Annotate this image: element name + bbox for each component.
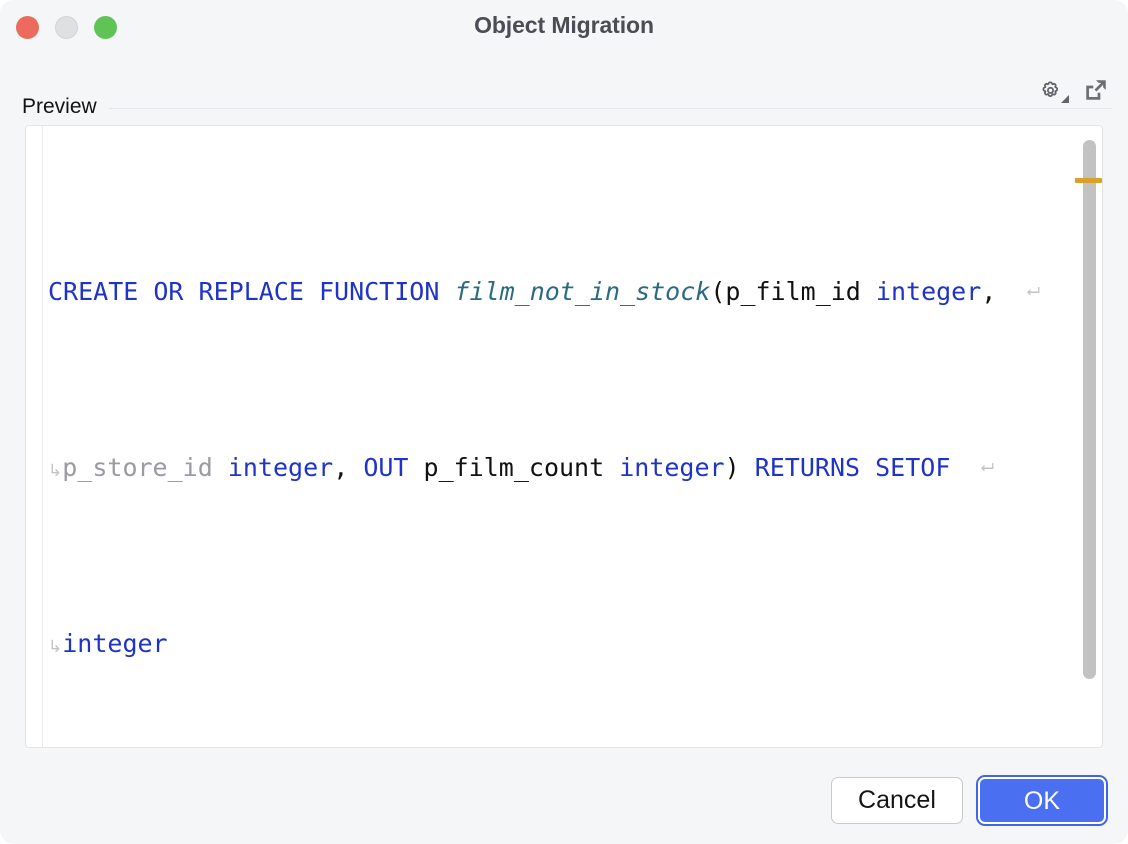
scrollbar-warning-marker[interactable] [1075, 178, 1102, 183]
token-function-name: film_not_in_stock [454, 277, 711, 306]
wrap-continuation-marker: ↳ [48, 461, 63, 481]
editor-vertical-scrollbar[interactable] [1075, 134, 1102, 734]
token-or: OR [153, 277, 184, 306]
token-out: OUT [363, 453, 409, 482]
code-line: ↳p_store_id integer, OUT p_film_count in… [48, 446, 1102, 490]
zoom-button[interactable] [94, 16, 117, 39]
window-controls [16, 16, 117, 39]
token-setof: SETOF [875, 453, 951, 482]
token-p-store-id: p_store_id [62, 453, 213, 482]
token-replace: REPLACE [198, 277, 304, 306]
wrap-end-marker: ⮠ [1026, 282, 1041, 302]
token-integer: integer [619, 453, 725, 482]
token-p-film-id: p_film_id [725, 277, 861, 306]
ok-button[interactable]: OK [977, 777, 1106, 824]
token-returns: RETURNS [754, 453, 861, 482]
preview-toolbar [1036, 72, 1114, 108]
gear-icon[interactable] [1036, 72, 1072, 108]
close-button[interactable] [16, 16, 39, 39]
token-integer: integer [62, 629, 168, 658]
token-integer: integer [227, 453, 334, 482]
chevron-down-icon [1060, 95, 1069, 103]
wrap-continuation-marker: ↳ [48, 637, 63, 657]
token-create: CREATE [48, 277, 139, 306]
preview-section-header: Preview [22, 92, 1112, 122]
dialog-footer: Cancel OK [831, 777, 1106, 824]
token-integer: integer [875, 277, 982, 306]
cancel-button[interactable]: Cancel [831, 777, 963, 824]
window-title: Object Migration [474, 12, 654, 38]
sql-preview-editor[interactable]: CREATE OR REPLACE FUNCTION film_not_in_s… [25, 125, 1103, 748]
token-p-film-count: p_film_count [423, 453, 605, 482]
token-function: FUNCTION [318, 277, 440, 306]
open-in-new-window-icon[interactable] [1078, 72, 1114, 108]
editor-gutter [26, 126, 43, 747]
scrollbar-thumb[interactable] [1083, 140, 1096, 679]
wrap-end-marker: ⮠ [980, 458, 995, 478]
section-divider [108, 107, 1112, 109]
code-line: ↳integer [48, 622, 1102, 666]
preview-label: Preview [22, 95, 97, 118]
title-bar: Object Migration [0, 0, 1128, 56]
minimize-button[interactable] [55, 16, 78, 39]
code-line: CREATE OR REPLACE FUNCTION film_not_in_s… [48, 270, 1102, 314]
sql-code-content[interactable]: CREATE OR REPLACE FUNCTION film_not_in_s… [44, 126, 1102, 747]
